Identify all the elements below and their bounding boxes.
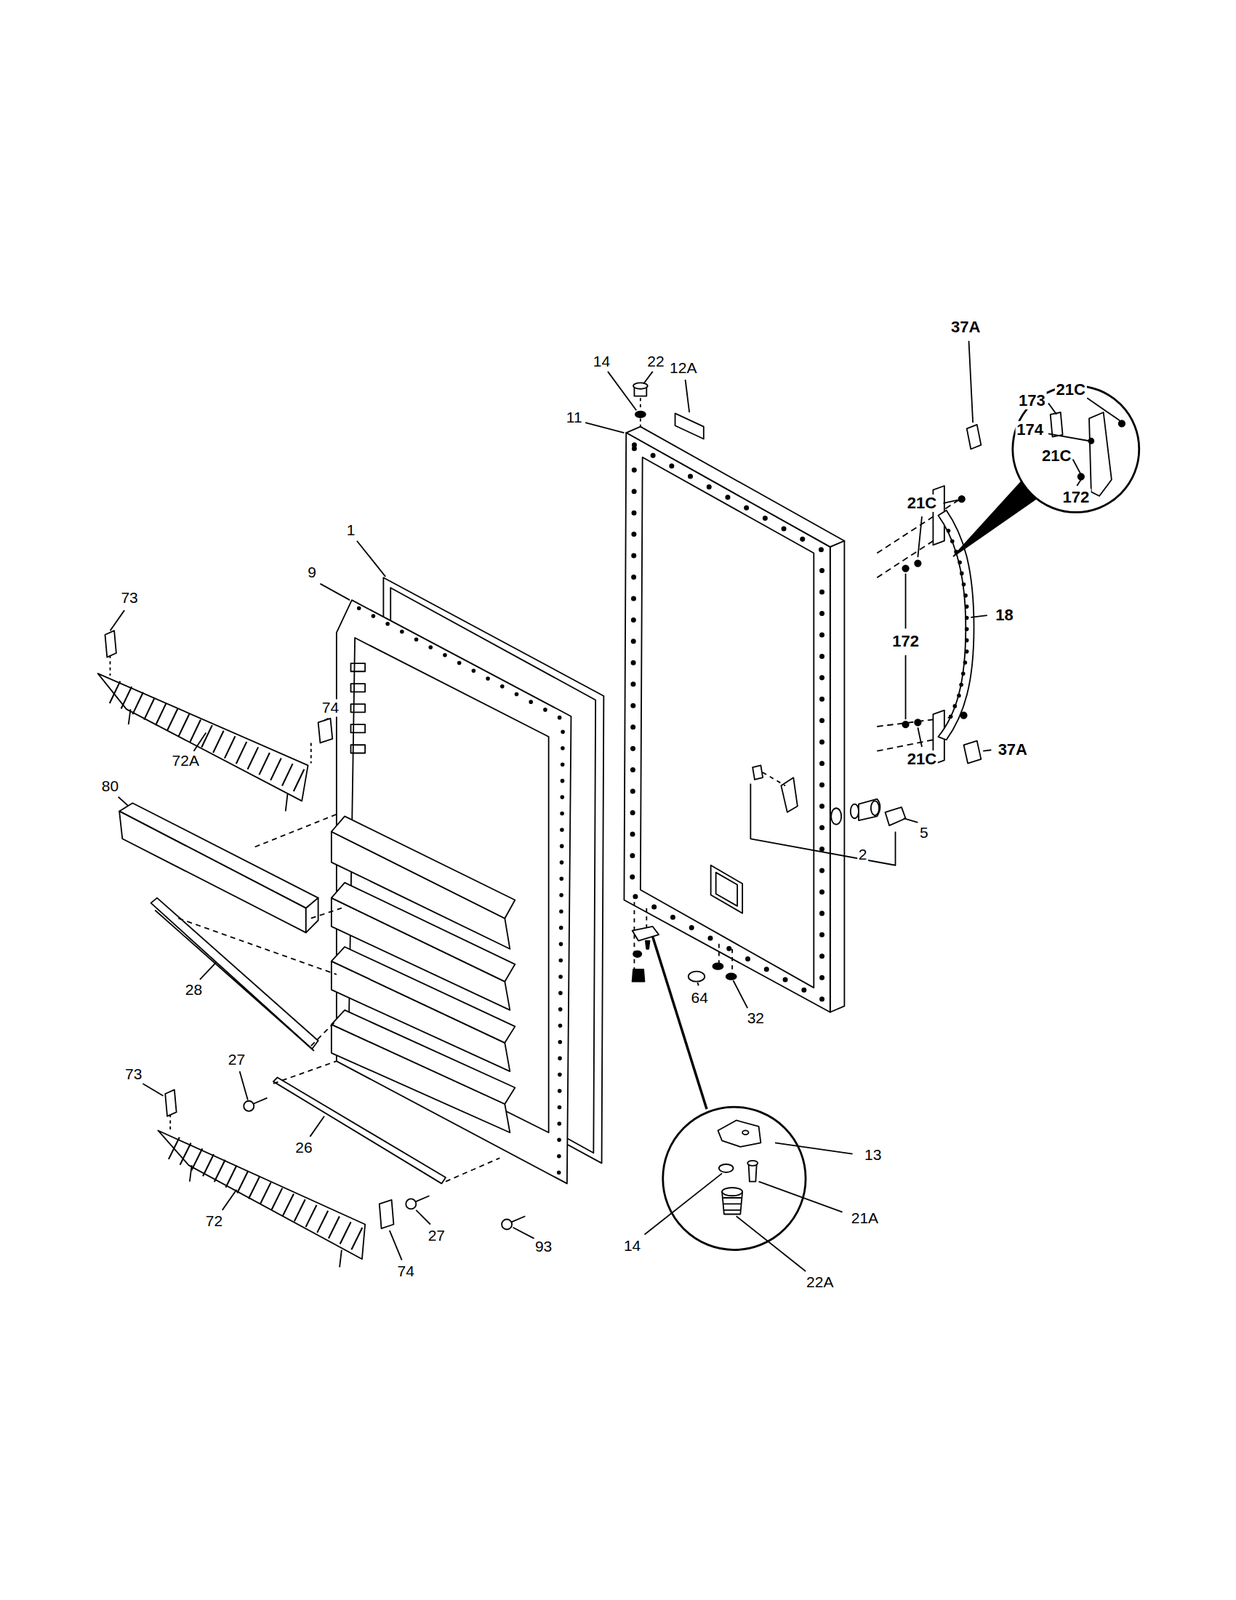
handle: [876, 386, 1139, 765]
callout-number: 14: [622, 1236, 642, 1254]
callout-number: 80: [100, 777, 120, 795]
callout-number: 21C: [1054, 380, 1087, 399]
callout-number: 28: [183, 980, 204, 998]
callout-number: 27: [226, 1051, 247, 1069]
callout-number: 73: [119, 588, 139, 606]
callout-number: 174: [1014, 420, 1045, 438]
callout-number: 74: [320, 699, 341, 717]
callout-number: 72: [204, 1212, 224, 1229]
callout-number: 21C: [905, 493, 938, 512]
callout-number: 64: [689, 988, 710, 1006]
callout-number: 27: [426, 1226, 447, 1244]
hinge-top: [633, 382, 704, 439]
callout-number: 172: [1060, 488, 1091, 507]
lock-parts: [750, 764, 906, 865]
callout-number: 172: [890, 632, 921, 650]
callout-number: 12A: [668, 359, 698, 377]
door-liner: [331, 577, 605, 1183]
door-panel: [623, 426, 845, 1013]
callout-number: 22A: [804, 1273, 835, 1291]
callout-number: 1: [345, 522, 357, 539]
racks-bins: [98, 630, 526, 1267]
callout-number: 32: [745, 1009, 766, 1026]
hinge-bottom: [632, 901, 806, 1250]
callout-number: 173: [1017, 391, 1047, 410]
callout-number: 93: [533, 1237, 554, 1255]
callout-number: 11: [564, 408, 584, 426]
callout-number: 14: [591, 352, 612, 370]
callout-number: 21C: [1040, 447, 1073, 465]
callout-number: 2: [857, 846, 869, 864]
callout-number: 5: [918, 823, 930, 841]
callout-number: 37A: [996, 740, 1029, 759]
callout-number: 13: [863, 1145, 883, 1163]
callout-number: 74: [396, 1262, 416, 1279]
callout-number: 73: [123, 1065, 144, 1082]
leader-lines: [109, 340, 1120, 1271]
callout-number: 21C: [905, 749, 938, 768]
callout-number: 26: [293, 1138, 314, 1156]
callout-number: 37A: [949, 318, 982, 336]
callout-number: 72A: [170, 752, 201, 770]
callout-number: 22: [645, 352, 666, 370]
callout-number: 9: [306, 563, 318, 581]
callout-number: 21A: [849, 1209, 880, 1226]
callout-number: 18: [993, 606, 1015, 624]
